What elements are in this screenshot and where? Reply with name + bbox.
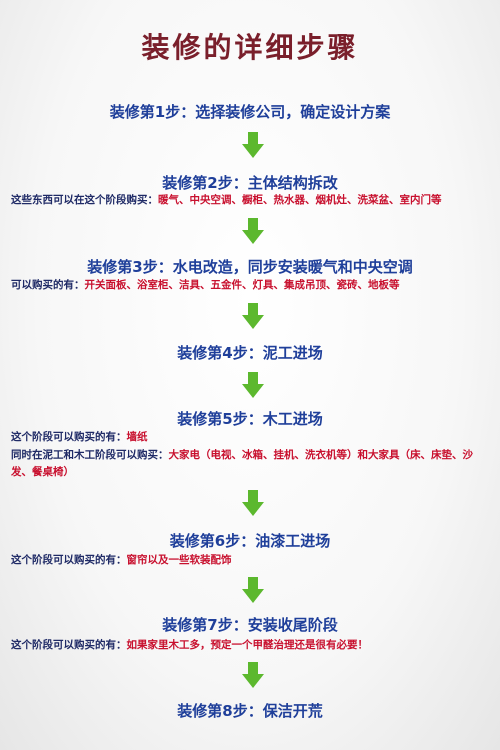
step-5-label: 装修第5步：木工进场 [177, 410, 323, 428]
page-title: 装修的详细步骤 [141, 31, 359, 64]
down-arrow-icon [242, 577, 264, 603]
down-arrow-icon [242, 218, 264, 244]
step-8-label: 装修第8步：保洁开荒 [177, 702, 323, 720]
step-6-note: 这个阶段可以购买的有：窗帘以及一些软装配饰 [11, 554, 232, 566]
down-arrow-icon [242, 303, 264, 329]
step-6-label: 装修第6步：油漆工进场 [169, 532, 331, 550]
step-7-note: 这个阶段可以购买的有：如果家里木工多，预定一个甲醛治理还是很有必要！ [11, 639, 368, 651]
down-arrow-icon [242, 662, 264, 688]
down-arrow-icon [242, 372, 264, 398]
down-arrow-icon [242, 490, 264, 516]
step-4-label: 装修第4步：泥工进场 [177, 344, 323, 362]
step-1-label: 装修第1步：选择装修公司，确定设计方案 [109, 103, 391, 121]
step-3-label: 装修第3步：水电改造，同步安装暖气和中央空调 [87, 258, 413, 276]
down-arrow-icon [242, 132, 264, 158]
step-2-note: 这些东西可以在这个阶段购买：暖气、中央空调、橱柜、热水器、烟机灶、洗菜盆、室内门… [11, 194, 442, 206]
step-7-label: 装修第7步：安装收尾阶段 [162, 616, 338, 634]
step-5-note-2: 同时在泥工和木工阶段可以购买：大家电（电视、冰箱、挂机、洗衣机等）和大家具（床、… [11, 449, 473, 478]
step-2-label: 装修第2步：主体结构拆改 [162, 174, 338, 192]
step-5-note-1: 这个阶段可以购买的有：墙纸 [11, 431, 148, 443]
step-3-note: 可以购买的有：开关面板、浴室柜、洁具、五金件、灯具、集成吊顶、瓷砖、地板等 [11, 279, 400, 291]
